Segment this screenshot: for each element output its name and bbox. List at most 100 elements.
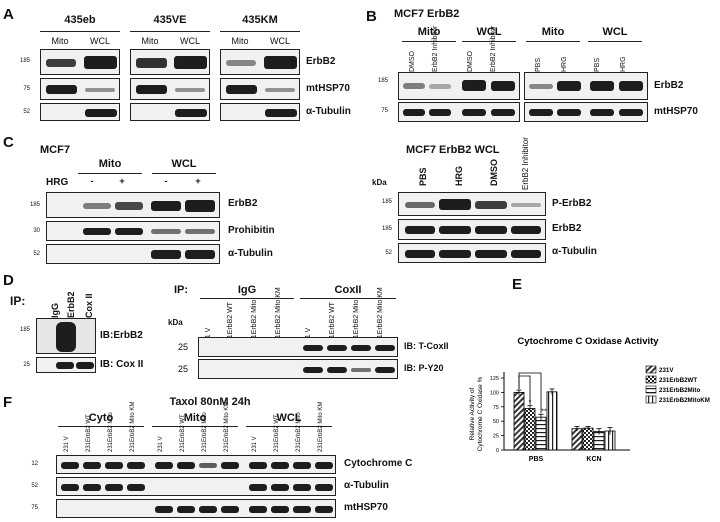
blot-strip xyxy=(398,102,520,122)
bar xyxy=(524,408,536,451)
y-tick-label: 0 xyxy=(496,448,499,454)
lane-label: 231 V xyxy=(158,436,164,452)
blot-strip xyxy=(220,103,300,121)
ip-label: IP: xyxy=(10,294,26,308)
underline xyxy=(40,31,120,32)
marker: 25 xyxy=(23,362,30,368)
legend-swatch xyxy=(645,385,657,394)
underline xyxy=(130,31,210,32)
underline xyxy=(402,41,456,42)
bar xyxy=(582,427,594,451)
row-label-erbb2: ErbB2 xyxy=(552,223,582,234)
lane-label: ErbB2 xyxy=(66,291,76,318)
underline xyxy=(300,298,396,299)
y-tick-label: 75 xyxy=(493,405,499,411)
blot-strip xyxy=(524,102,648,122)
lane-label: PBS xyxy=(418,167,428,186)
bar xyxy=(513,392,525,451)
lane-label: WCL xyxy=(180,36,200,46)
row-label-erbb2: ErbB2 xyxy=(228,198,258,209)
underline xyxy=(200,298,294,299)
panel-c-title: MCF7 xyxy=(40,144,70,156)
row-label-erbb2: ErbB2 xyxy=(654,80,684,91)
significance-bracket xyxy=(518,372,542,414)
underline xyxy=(462,41,516,42)
lane-label: 231ErbB2 Mito xyxy=(296,412,302,452)
lane-label: HRG xyxy=(561,56,568,72)
panel-b-title: MCF7 ErbB2 xyxy=(394,8,460,20)
marker: 52 xyxy=(23,109,30,115)
sign: + xyxy=(119,176,125,186)
row-label-cytochrome-c: Cytochrome C xyxy=(344,458,413,469)
lane-label: 231ErbB2 Mito xyxy=(202,412,208,452)
lane-label: Mito xyxy=(231,36,249,46)
marker: 185 xyxy=(381,199,392,205)
blot-strip xyxy=(220,78,300,100)
x-tick-label: PBS xyxy=(529,456,544,463)
legend-label: 231ErbB2Mito xyxy=(659,387,700,394)
bar xyxy=(571,428,583,451)
lane-label: PBS xyxy=(535,57,542,72)
legend-label: 231ErbB2MitoKM xyxy=(659,397,710,404)
marker: 185 xyxy=(19,327,30,333)
marker: 75 xyxy=(31,505,38,511)
lane-label: 231ErbB2 Mito xyxy=(108,412,114,452)
x-tick-label: KCN xyxy=(586,456,601,463)
marker: 75 xyxy=(381,108,388,114)
underline xyxy=(152,173,216,174)
group-mito: Mito xyxy=(417,26,441,38)
group-wcl: WCL xyxy=(276,412,302,424)
legend-swatch xyxy=(645,395,657,404)
marker: 25 xyxy=(177,364,188,374)
y-axis-label: Cytochrome C Oxidase % xyxy=(477,376,484,451)
group-mito: Mito xyxy=(541,26,565,38)
row-label-mthsp70: mtHSP70 xyxy=(306,83,350,94)
row-label-tubulin: α-Tubulin xyxy=(344,480,389,491)
marker: 52 xyxy=(33,251,40,257)
lane-label: 231 V xyxy=(64,436,70,452)
blot-strip xyxy=(56,477,336,496)
row-label-ib-t-coxii: IB: T-CoxII xyxy=(404,341,449,351)
blot-strip xyxy=(36,318,96,354)
row-label-prohibitin: Prohibitin xyxy=(228,225,275,236)
panel-f-title: Taxol 80nM 24h xyxy=(169,396,251,408)
blot-strip xyxy=(130,78,210,100)
lane-label: DMSO xyxy=(467,51,474,72)
blot-strip xyxy=(130,49,210,75)
blot-strip xyxy=(130,103,210,121)
legend-swatch xyxy=(645,365,657,374)
blot-strip xyxy=(56,499,336,518)
underline xyxy=(220,31,300,32)
marker: 12 xyxy=(31,461,38,467)
row-label-mthsp70: mtHSP70 xyxy=(654,106,698,117)
blot-strip xyxy=(40,78,120,100)
underline xyxy=(152,426,238,427)
group-wcl: WCL xyxy=(602,26,628,38)
marker: 185 xyxy=(381,226,392,232)
underline xyxy=(588,41,642,42)
marker: 185 xyxy=(19,58,30,64)
lane-label: WCL xyxy=(270,36,290,46)
hrg-label: HRG xyxy=(46,177,69,188)
y-tick-label: 25 xyxy=(493,434,499,440)
blot-strip xyxy=(40,49,120,75)
marker: 52 xyxy=(31,483,38,489)
group-435km: 435KM xyxy=(242,14,278,26)
kda-label: kDa xyxy=(372,178,387,187)
row-label-tubulin: α-Tubulin xyxy=(306,106,351,117)
blot-strip xyxy=(398,219,546,240)
y-axis-label: Relative Activity of xyxy=(469,387,476,440)
sign: - xyxy=(164,176,168,186)
group-wcl: WCL xyxy=(171,158,197,170)
marker: 30 xyxy=(33,228,40,234)
panel-letter-a: A xyxy=(3,6,14,23)
underline xyxy=(246,426,332,427)
lane-label: WCL xyxy=(90,36,110,46)
y-tick-label: 50 xyxy=(493,419,499,425)
group-wcl: WCL xyxy=(476,26,502,38)
blot-strip xyxy=(198,359,398,379)
lane-label: IgG xyxy=(50,303,60,318)
panel-c-right-title: MCF7 ErbB2 WCL xyxy=(406,144,500,156)
underline xyxy=(58,426,144,427)
